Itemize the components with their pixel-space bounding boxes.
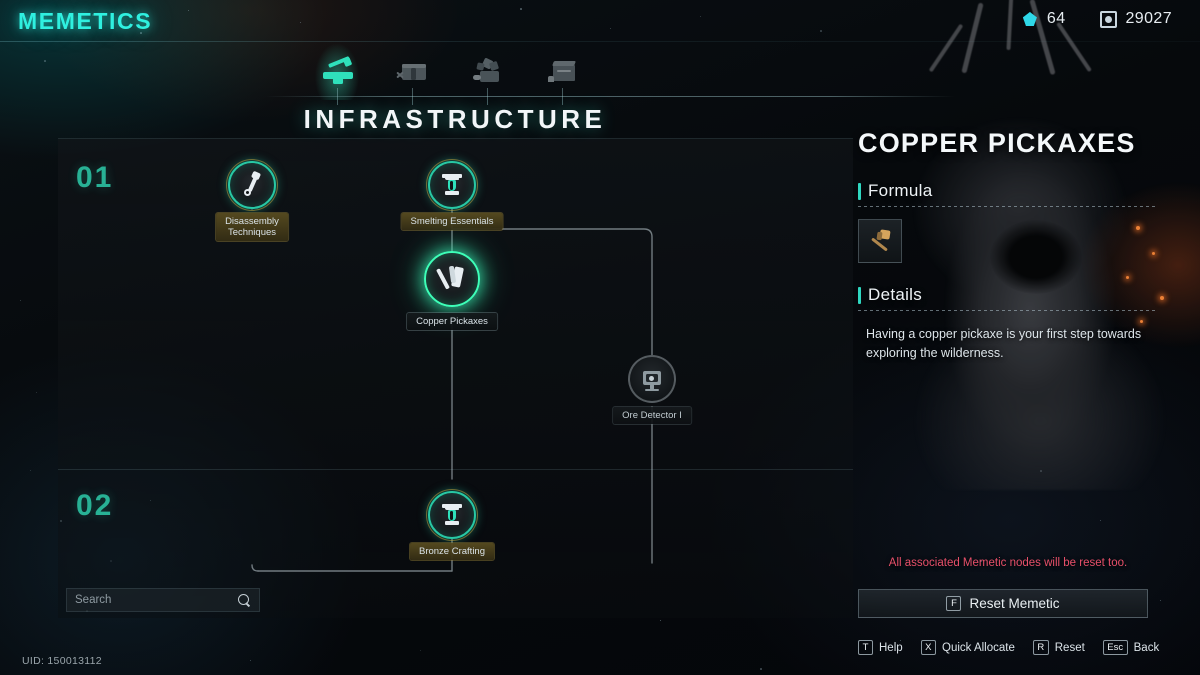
frame-icon — [1100, 11, 1117, 28]
details-header: Details — [858, 285, 1158, 305]
reset-memetic-button[interactable]: F Reset Memetic — [858, 589, 1148, 618]
uid-label: UID: 150013112 — [22, 655, 102, 667]
node-label: DisassemblyTechniques — [216, 213, 288, 241]
crucible-icon — [439, 502, 465, 528]
hotkey-key: Esc — [1103, 640, 1128, 655]
crystal-icon — [1022, 11, 1038, 27]
details-text: Having a copper pickaxe is your first st… — [858, 325, 1158, 363]
hotkey-bar: T Help X Quick Allocate R Reset Esc Back — [858, 640, 1168, 655]
tier-label-02: 02 — [76, 489, 113, 523]
hotkey-label: Back — [1134, 642, 1160, 654]
currency-group: 64 29027 — [1022, 10, 1172, 28]
tab-tick-1 — [337, 88, 338, 105]
detail-panel: COPPER PICKAXES Formula Deta — [858, 128, 1158, 363]
app-title: MEMETICS — [18, 8, 152, 35]
tab-tick-3 — [487, 88, 488, 105]
pickaxe-icon — [437, 264, 467, 294]
ore-icon — [471, 57, 505, 85]
wrench-icon — [239, 172, 265, 198]
details-section: Details Having a copper pickaxe is your … — [858, 285, 1158, 363]
detector-icon — [640, 367, 665, 392]
node-ring — [228, 161, 276, 209]
node-label: Smelting Essentials — [402, 213, 503, 230]
node-smelting-essentials[interactable]: Smelting Essentials — [428, 161, 476, 209]
crystal-value: 64 — [1047, 10, 1066, 28]
hotkey-key: X — [921, 640, 936, 655]
memetic-tree-panel: 01 02 DisassemblyTechniques — [58, 138, 853, 618]
node-ring — [628, 355, 676, 403]
formula-rule — [858, 206, 1158, 207]
tier-divider — [58, 469, 853, 470]
hotkey-quick-allocate[interactable]: X Quick Allocate — [921, 640, 1015, 655]
axe-icon — [867, 228, 893, 254]
crucible-icon — [439, 172, 465, 198]
accent-bar — [858, 183, 861, 200]
node-label: Bronze Crafting — [410, 543, 494, 560]
tabs-divider — [265, 96, 955, 97]
top-divider — [0, 41, 1200, 42]
currency-frame: 29027 — [1100, 10, 1173, 28]
node-ring — [428, 161, 476, 209]
building-icon — [547, 57, 579, 85]
details-rule — [858, 310, 1158, 311]
tab-tick-2 — [412, 88, 413, 105]
page-title: INFRASTRUCTURE — [0, 104, 910, 135]
detail-title: COPPER PICKAXES — [858, 128, 1158, 159]
search-icon[interactable] — [238, 594, 251, 607]
node-label: Ore Detector I — [613, 407, 691, 424]
hotkey-label: Reset — [1055, 642, 1085, 654]
category-tabs — [300, 48, 600, 94]
currency-crystal: 64 — [1022, 10, 1066, 28]
formula-header: Formula — [858, 181, 1158, 201]
anvil-icon — [320, 57, 356, 85]
crate-icon — [396, 57, 430, 85]
search-input[interactable] — [75, 594, 238, 606]
node-ring — [424, 251, 480, 307]
hotkey-reset[interactable]: R Reset — [1033, 640, 1085, 655]
node-copper-pickaxes[interactable]: Copper Pickaxes — [424, 251, 480, 307]
hotkey-help[interactable]: T Help — [858, 640, 903, 655]
frame-value: 29027 — [1126, 10, 1173, 28]
node-bronze-crafting[interactable]: Bronze Crafting — [428, 491, 476, 539]
formula-label: Formula — [868, 181, 932, 201]
node-disassembly-techniques[interactable]: DisassemblyTechniques — [228, 161, 276, 209]
accent-bar — [858, 287, 861, 304]
hotkey-back[interactable]: Esc Back — [1103, 640, 1159, 655]
search-box[interactable] — [66, 588, 260, 612]
hotkey-label: Help — [879, 642, 903, 654]
reset-warning: All associated Memetic nodes will be res… — [858, 557, 1158, 569]
tab-tick-4 — [562, 88, 563, 105]
node-label: Copper Pickaxes — [407, 313, 497, 330]
details-label: Details — [868, 285, 922, 305]
node-ring — [428, 491, 476, 539]
top-bar: MEMETICS 64 29027 — [0, 0, 1200, 42]
hotkey-key: R — [1033, 640, 1049, 655]
formula-section: Formula — [858, 181, 1158, 263]
reset-memetic-label: Reset Memetic — [969, 596, 1059, 611]
reset-key: F — [946, 596, 961, 611]
tier-label-01: 01 — [76, 161, 113, 195]
node-ore-detector-i[interactable]: Ore Detector I — [628, 355, 676, 403]
formula-slot-copper-pickaxe[interactable] — [858, 219, 902, 263]
formula-items — [858, 219, 1158, 263]
hotkey-label: Quick Allocate — [942, 642, 1015, 654]
hotkey-key: T — [858, 640, 873, 655]
